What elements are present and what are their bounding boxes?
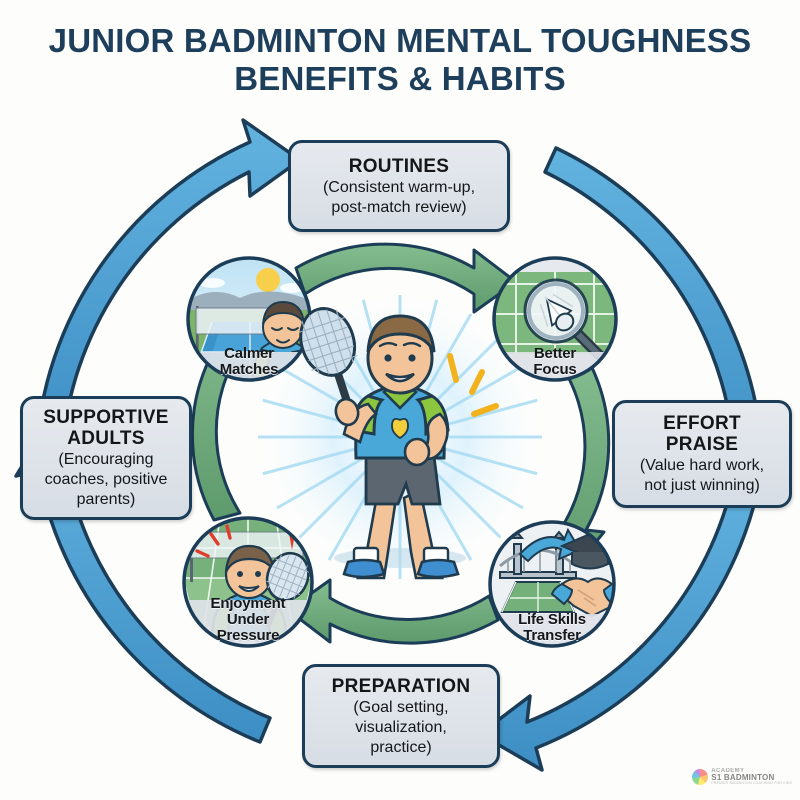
benefit-caption-calmer-l1: Calmer <box>224 345 274 362</box>
magnifier-glyph <box>523 278 612 368</box>
habit-box-routines[interactable]: ROUTINES (Consistent warm-up, post-match… <box>288 140 510 232</box>
habit-subtitle-prep-l3: practice) <box>370 738 432 756</box>
curved-arrow-glyph <box>518 527 582 563</box>
habit-subtitle-routines-l1: (Consistent warm-up, <box>322 178 476 196</box>
habit-title-support-l2: ADULTS <box>67 428 145 449</box>
benefit-circle-calmer-matches[interactable]: Calmer Matches <box>186 256 312 382</box>
celebration-sparks <box>447 353 499 417</box>
arrow-calmer-to-focus <box>294 242 518 314</box>
benefit-circle-enjoyment-under-pressure[interactable]: Enjoyment Under Pressure <box>182 516 314 648</box>
page-title: JUNIOR BADMINTON MENTAL TOUGHNESS BENEFI… <box>0 22 800 98</box>
page-title-line2: BENEFITS & HABITS <box>234 60 566 97</box>
logo-line-tagline: PREMIER BADMINTON COACHING FOR KIDS <box>711 781 792 786</box>
benefit-caption-enjoy-l2: Under <box>226 611 270 628</box>
benefit-caption-enjoy: Enjoyment Under Pressure <box>182 596 314 644</box>
habit-title-support-l1: SUPPORTIVE <box>43 407 169 428</box>
habit-title-routines: ROUTINES <box>348 155 450 177</box>
celebrating-junior-badminton-player-icon <box>299 307 499 580</box>
habit-title-effort-l2: PRAISE <box>665 434 739 455</box>
enjoyment-circle-outline <box>182 516 314 648</box>
benefit-caption-focus: Better Focus <box>492 346 618 378</box>
benefit-caption-calmer: Calmer Matches <box>186 346 312 378</box>
academy-watermark-logo: ACADEMY S1 BADMINTON PREMIER BADMINTON C… <box>692 768 792 786</box>
benefit-caption-enjoy-l1: Enjoyment <box>210 595 286 612</box>
handshake-glyph <box>550 577 614 618</box>
life-skills-circle-outline <box>488 520 616 648</box>
benefit-caption-calmer-l2: Matches <box>219 361 279 378</box>
logo-line-academy: ACADEMY <box>711 768 745 775</box>
habit-title-preparation: PREPARATION <box>331 675 471 697</box>
habit-box-preparation[interactable]: PREPARATION (Goal setting, visualization… <box>302 664 500 768</box>
benefit-caption-focus-l2: Focus <box>533 361 577 378</box>
habit-subtitle-support-l1: (Encouraging <box>58 451 154 468</box>
better-focus-circle-outline <box>492 256 618 382</box>
benefit-circle-life-skills-transfer[interactable]: Life Skills Transfer <box>488 520 616 648</box>
habit-subtitle-effort-l2: not just winning) <box>644 477 760 494</box>
habit-title-effort-l1: EFFORT <box>663 413 741 434</box>
benefit-caption-life-l2: Transfer <box>523 627 581 644</box>
habit-subtitle-support-l3: parents) <box>76 491 136 508</box>
habit-subtitle-routines-l2: post-match review) <box>331 198 467 216</box>
shuttlecock-glyph <box>539 293 575 332</box>
benefit-circle-better-focus[interactable]: Better Focus <box>492 256 618 382</box>
habit-subtitle-support-l2: coaches, positive <box>44 471 168 488</box>
habit-box-effort-praise[interactable]: EFFORT PRAISE (Value hard work, not just… <box>612 400 792 508</box>
benefit-caption-focus-l1: Better <box>533 345 577 362</box>
benefit-caption-life: Life Skills Transfer <box>488 612 616 644</box>
logo-line-brand: S1 BADMINTON <box>711 773 775 783</box>
magnifier-shuttlecock-icon <box>494 258 616 380</box>
benefit-caption-enjoy-l3: Pressure <box>216 627 280 644</box>
logo-mark-icon <box>692 769 709 786</box>
habit-subtitle-prep-l2: visualization, <box>355 718 447 736</box>
arrow-life-skills-to-enjoyment <box>286 578 500 645</box>
excitement-marks <box>195 524 232 558</box>
page-title-line1: JUNIOR BADMINTON MENTAL TOUGHNESS <box>48 22 752 59</box>
net-icon <box>195 306 269 350</box>
habit-box-supportive-adults[interactable]: SUPPORTIVE ADULTS (Encouraging coaches, … <box>20 396 192 520</box>
habit-subtitle-effort-l1: (Value hard work, <box>639 457 765 474</box>
habit-subtitle-prep-l1: (Goal setting, <box>353 698 449 716</box>
benefit-caption-life-l1: Life Skills <box>518 611 586 628</box>
